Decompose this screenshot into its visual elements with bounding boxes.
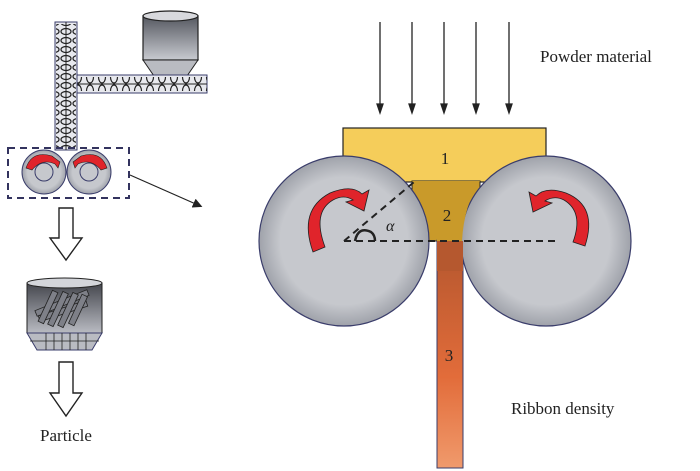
rotation-arrow-left	[307, 188, 370, 253]
vertical-screw-feeder	[54, 21, 78, 151]
ribbon-density-label: Ribbon density	[511, 399, 615, 418]
angle-construction-lines	[343, 181, 555, 242]
granulator	[26, 277, 103, 351]
zone-1-label: 1	[441, 149, 450, 168]
zone-2-overlay	[412, 181, 480, 241]
nip-angle-label: α	[386, 218, 395, 235]
small-rotation-arrow-left	[25, 154, 61, 171]
small-rotation-arrow-right	[72, 154, 108, 171]
horizontal-screw-feeder	[76, 74, 208, 94]
particle-label: Particle	[40, 426, 92, 445]
powder-feed-arrows	[376, 22, 513, 116]
zone-3-ribbon	[436, 239, 464, 469]
small-rollers-detail-box	[7, 147, 130, 199]
feeder-hopper	[142, 10, 199, 77]
down-arrow-2	[48, 361, 84, 418]
zone-2-label: 2	[443, 206, 452, 225]
powder-material-label: Powder material	[540, 47, 652, 66]
roller-right	[460, 155, 632, 327]
rotation-arrow-right	[528, 189, 590, 247]
down-arrow-1	[48, 207, 84, 262]
zone-3-label: 3	[445, 346, 454, 365]
zoom-pointer-arrow	[129, 174, 203, 208]
zone-3-overlay	[437, 241, 463, 271]
angle-arc	[353, 229, 377, 242]
